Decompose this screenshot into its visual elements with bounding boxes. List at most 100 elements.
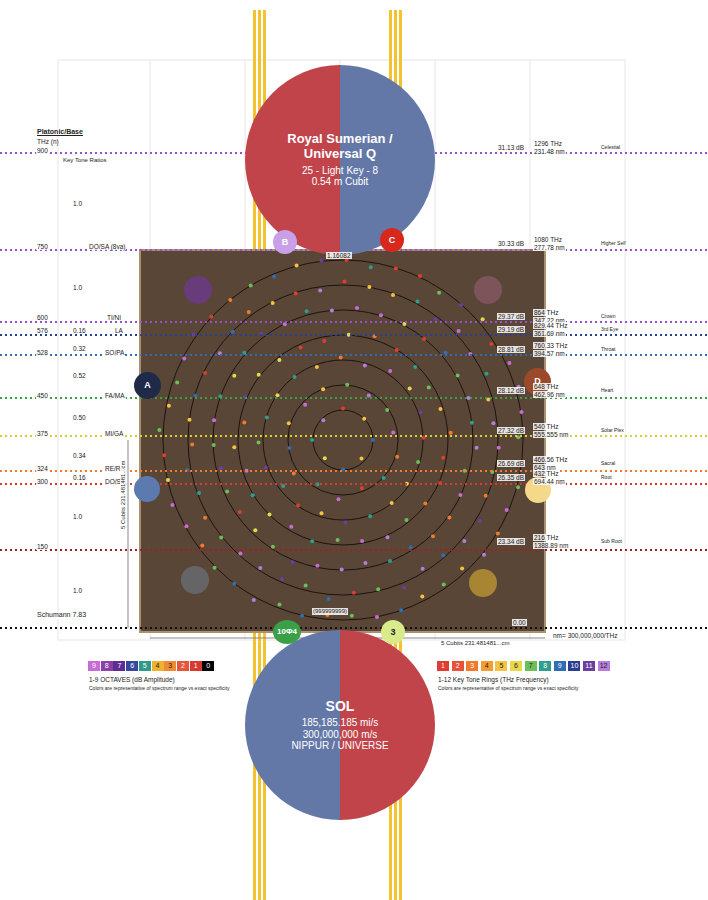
legend-text: 8	[105, 662, 109, 669]
tone-dot	[280, 577, 284, 581]
annotation-label: Colors are representative of spectrum ra…	[437, 686, 580, 692]
tone-dot	[276, 393, 280, 397]
annotation-label: 1-12 Key Tone Rings (THz Frequency)	[437, 676, 550, 683]
key-tone-rings	[163, 260, 523, 620]
node-text: Royal Sumerian / Universal Q	[271, 132, 409, 162]
tone-dot	[300, 614, 304, 618]
annotation-label: 3rd Eye	[600, 327, 619, 333]
tone-dot	[350, 614, 354, 618]
tone-dot	[470, 421, 474, 425]
legend-text: 1	[194, 662, 198, 669]
tone-dot	[516, 485, 520, 489]
tone-dot	[232, 445, 236, 449]
annotation-label: 29.37 dB	[497, 313, 525, 320]
tone-dot	[340, 568, 344, 572]
annotation-label: Sacral	[600, 461, 616, 467]
annotation-label: Key Tone Ratios	[62, 157, 108, 164]
tone-dot	[385, 408, 389, 412]
tone-dot	[170, 503, 174, 507]
annotation-label: 150	[36, 543, 49, 550]
tone-dot	[422, 436, 426, 440]
tone-dot	[321, 387, 325, 391]
tone-dot	[431, 534, 435, 538]
tone-dot	[427, 385, 431, 389]
legend-text: 3	[470, 662, 474, 669]
tone-dot	[399, 608, 403, 612]
annotation-label: 1.0	[72, 284, 83, 291]
tone-dot	[368, 514, 372, 518]
legend-swatch: 1	[437, 661, 449, 671]
legend-swatch: 5	[495, 661, 507, 671]
legend-swatch: 2	[177, 661, 189, 671]
annotation-label: 1388.89 nm	[533, 542, 569, 549]
legend-text: 2	[181, 662, 185, 669]
annotation-label: 829.44 THz	[533, 322, 568, 329]
annotation-label: Throat	[600, 347, 616, 353]
tone-dot	[231, 330, 235, 334]
annotation-label: 750	[36, 243, 49, 250]
tone-dot	[219, 536, 223, 540]
tone-dot	[491, 421, 495, 425]
tone-dot	[449, 431, 453, 435]
tone-dot	[459, 303, 463, 307]
annotation-label: Celestial	[600, 145, 621, 151]
tone-dot	[219, 466, 223, 470]
tone-dot	[484, 494, 488, 498]
tone-dot	[343, 280, 347, 284]
annotation-label: 528	[36, 349, 49, 356]
annotation-label: 0.34	[72, 452, 87, 459]
legend-swatch: 3	[466, 661, 478, 671]
legend-swatch: 9	[554, 661, 566, 671]
tone-dot	[321, 418, 325, 422]
tone-dot	[265, 416, 269, 420]
annotation-label: 23.34 dB	[497, 538, 525, 545]
annotation-label: nm= 300,000,000/THz	[552, 632, 619, 639]
tone-dot	[391, 293, 395, 297]
annotation-label: 216 THz	[533, 534, 559, 541]
legend-text: 6	[130, 662, 134, 669]
tone-dot	[294, 292, 298, 296]
tone-dot	[447, 515, 451, 519]
annotation-label: 0.16	[72, 327, 87, 334]
tone-dot	[363, 363, 367, 367]
annotation-label: 466.56 THz	[533, 456, 568, 463]
tone-dot	[167, 404, 171, 408]
tone-dots	[157, 258, 524, 619]
legend-text: 10	[570, 662, 578, 669]
tone-dot	[253, 528, 257, 532]
tone-dot	[242, 421, 246, 425]
tone-dot	[507, 361, 511, 365]
tone-dot	[376, 587, 380, 591]
annotation-label: 864 THz	[533, 309, 559, 316]
tone-dot	[182, 357, 186, 361]
legend-text: 5	[499, 662, 503, 669]
tone-dot	[188, 418, 192, 422]
tone-dot	[337, 497, 341, 501]
legend-swatch: 5	[139, 661, 151, 671]
annotation-label: 694.44 nm	[533, 478, 566, 485]
annotation-label: (999999999)	[312, 608, 348, 615]
node-text: NIPPUR / UNIVERSE	[291, 740, 388, 752]
annotation-label: Schumann 7.83	[36, 611, 87, 619]
annotation-label: TI/NI	[106, 314, 122, 321]
tone-dot	[271, 545, 275, 549]
annotation-label: LA	[114, 327, 124, 334]
annotation-label: 375	[36, 430, 49, 437]
annotation-label: 1.0	[72, 587, 83, 594]
tone-dot	[252, 598, 256, 602]
legend-swatch: 4	[152, 661, 164, 671]
tone-dot	[484, 372, 488, 376]
ring	[288, 385, 398, 495]
tone-dot	[278, 602, 282, 606]
legend-swatch: 12	[598, 661, 610, 671]
legend-swatch: 3	[164, 661, 176, 671]
tone-dot	[363, 561, 367, 565]
tone-dot	[320, 511, 324, 515]
tone-dot	[277, 358, 281, 362]
key-circle: Royal Sumerian / Universal Q25 - Light K…	[245, 65, 435, 255]
tone-dot	[327, 597, 331, 601]
tone-dot	[371, 438, 375, 442]
annotation-label: 600	[36, 314, 49, 321]
annotation-label: 26.35 dB	[497, 474, 525, 481]
tone-dot	[458, 493, 462, 497]
